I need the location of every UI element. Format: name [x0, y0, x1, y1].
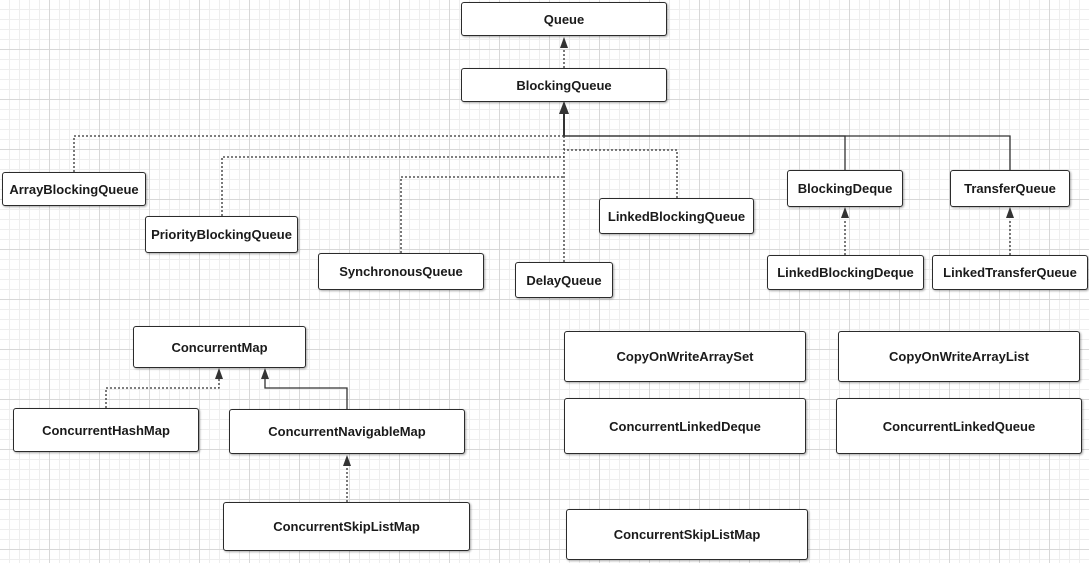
node-concurrentlinkedqueue[interactable]: ConcurrentLinkedQueue [836, 398, 1082, 454]
node-linkedblockingdeque[interactable]: LinkedBlockingDeque [767, 255, 924, 290]
node-concurrentskiplistmap-right[interactable]: ConcurrentSkipListMap [566, 509, 808, 560]
arrowhead-transferqueue [1006, 207, 1014, 218]
edge-concurrenthashmap-concurrentmap [105, 379, 220, 408]
arrowhead-concurrentnavigablemap [343, 455, 351, 466]
node-linkedblockingqueue[interactable]: LinkedBlockingQueue [599, 198, 754, 234]
node-concurrentnavigablemap[interactable]: ConcurrentNavigableMap [229, 409, 465, 454]
node-blockingdeque[interactable]: BlockingDeque [787, 170, 903, 207]
edge-transferqueue-blockingqueue [564, 135, 1011, 170]
edge-priorityblockingqueue-blockingqueue [221, 156, 564, 216]
arrowhead-blockingdeque [841, 207, 849, 218]
edge-arrayblockingqueue-blockingqueue [73, 135, 564, 172]
arrowhead-blockingqueue [559, 101, 569, 114]
node-delayqueue[interactable]: DelayQueue [515, 262, 613, 298]
edge-concurrentnavigablemap-concurrentmap [264, 379, 348, 409]
node-queue[interactable]: Queue [461, 2, 667, 36]
node-copyonwritearraylist[interactable]: CopyOnWriteArrayList [838, 331, 1080, 382]
node-copyonwritearrayset[interactable]: CopyOnWriteArraySet [564, 331, 806, 382]
node-priorityblockingqueue[interactable]: PriorityBlockingQueue [145, 216, 298, 253]
edge-synchronousqueue-blockingqueue [400, 176, 564, 253]
node-arrayblockingqueue[interactable]: ArrayBlockingQueue [2, 172, 146, 206]
node-transferqueue[interactable]: TransferQueue [950, 170, 1070, 207]
node-blockingqueue[interactable]: BlockingQueue [461, 68, 667, 102]
node-concurrenthashmap[interactable]: ConcurrentHashMap [13, 408, 199, 452]
node-concurrentskiplistmap-left[interactable]: ConcurrentSkipListMap [223, 502, 470, 551]
arrowhead-queue [560, 37, 568, 48]
edge-blockingdeque-blockingqueue [564, 135, 846, 170]
edge-linkedblockingqueue-blockingqueue [564, 149, 678, 198]
arrowhead-concurrentmap-right [261, 368, 269, 379]
node-linkedtransferqueue[interactable]: LinkedTransferQueue [932, 255, 1088, 290]
arrowhead-concurrentmap-left [215, 368, 223, 379]
node-synchronousqueue[interactable]: SynchronousQueue [318, 253, 484, 290]
node-concurrentmap[interactable]: ConcurrentMap [133, 326, 306, 368]
node-concurrentlinkeddeque[interactable]: ConcurrentLinkedDeque [564, 398, 806, 454]
